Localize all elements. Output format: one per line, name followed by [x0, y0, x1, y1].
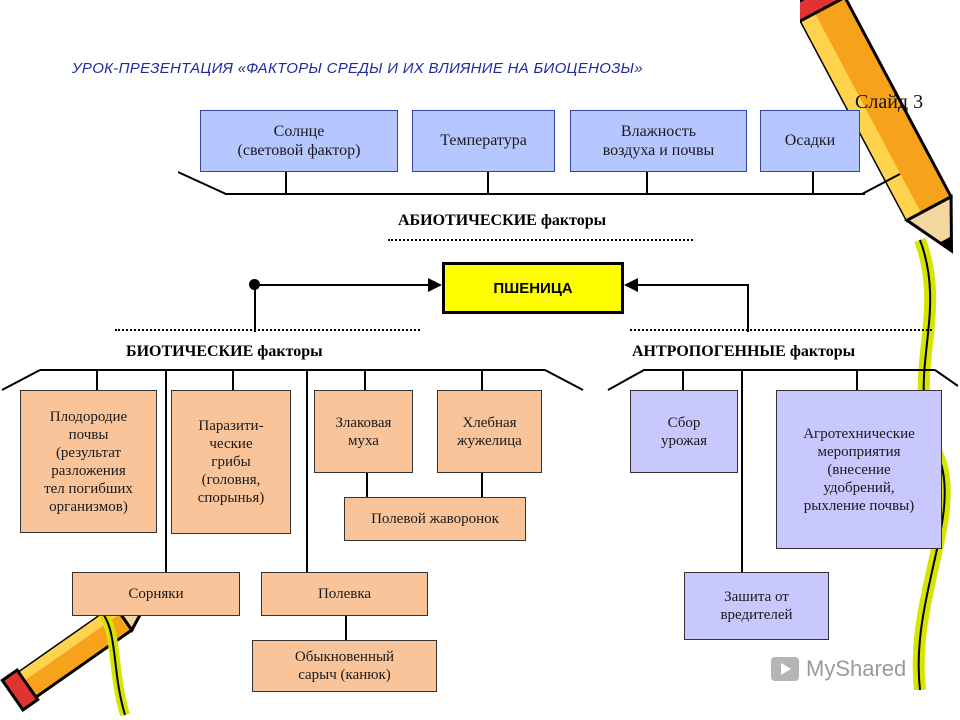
biotic-weeds-box: Сорняки	[72, 572, 240, 616]
abiotic-connector	[285, 172, 287, 194]
arrow-left-icon	[624, 278, 638, 292]
biotic-ground-beetle-box: Хлебная жужелица	[437, 390, 542, 473]
biotic-arrow-dot	[249, 279, 260, 290]
biotic-soil-fertility-box: Плодородие почвы (результат разложения т…	[20, 390, 157, 533]
anthro-connector	[682, 370, 684, 390]
arrow-right-icon	[428, 278, 442, 292]
anthro-arrow-stem	[747, 284, 749, 332]
anthro-connector	[856, 370, 858, 390]
biotic-vole-box: Полевка	[261, 572, 428, 616]
abiotic-bar-slant-right	[862, 173, 901, 195]
biotic-connector	[306, 370, 308, 572]
anthro-agrotechnical-box: Агротехнические мероприятия (внесение уд…	[776, 390, 942, 549]
slide-number: Слайд 3	[855, 91, 924, 113]
anthropogenic-label: АНТРОПОГЕННЫЕ факторы	[632, 343, 856, 360]
pencil-bottom-left-icon	[0, 598, 151, 717]
biotic-skylark-box: Полевой жаворонок	[344, 497, 526, 541]
anthro-bar	[643, 369, 935, 371]
abiotic-temperature-box: Температура	[412, 110, 555, 172]
lark-connector	[481, 473, 483, 497]
watermark-text: MyShared	[806, 656, 907, 681]
anthro-dotted-line	[630, 329, 932, 331]
biotic-label: БИОТИЧЕСКИЕ факторы	[126, 343, 323, 360]
biotic-bar-slant-right	[544, 369, 584, 391]
abiotic-connector	[812, 172, 814, 194]
abiotic-sun-box: Солнце (световой фактор)	[200, 110, 398, 172]
biotic-arrow-stem	[254, 284, 256, 332]
abiotic-bar-slant-left	[178, 171, 227, 195]
anthro-connector	[741, 370, 743, 572]
anthro-pest-protection-box: Зашита от вредителей	[684, 572, 829, 640]
page-title: УРОК-ПРЕЗЕНТАЦИЯ «ФАКТОРЫ СРЕДЫ И ИХ ВЛИ…	[72, 60, 643, 77]
abiotic-connector	[487, 172, 489, 194]
lark-connector	[366, 473, 368, 497]
abiotic-label: АБИОТИЧЕСКИЕ факторы	[398, 212, 607, 229]
anthro-harvest-box: Сбор урожая	[630, 390, 738, 473]
biotic-grain-fly-box: Злаковая муха	[314, 390, 413, 473]
biotic-arrow-line	[254, 284, 434, 286]
anthro-bar-slant-right	[934, 369, 959, 387]
abiotic-precipitation-box: Осадки	[760, 110, 860, 172]
biotic-connector	[165, 370, 167, 572]
biotic-buzzard-box: Обыкновенный сарыч (канюк)	[252, 640, 437, 692]
biotic-connector	[96, 370, 98, 390]
biotic-dotted-line	[115, 329, 420, 331]
abiotic-connector	[646, 172, 648, 194]
biotic-connector	[364, 370, 366, 390]
abiotic-dotted-line	[388, 239, 693, 241]
wheat-center-box: ПШЕНИЦА	[442, 262, 624, 314]
watermark: MyShared	[770, 656, 906, 682]
buzzard-connector	[345, 616, 347, 640]
biotic-parasitic-fungi-box: Паразити- ческие грибы (головня, спорынь…	[171, 390, 291, 534]
abiotic-bar	[225, 193, 865, 195]
play-logo-icon	[771, 657, 799, 681]
biotic-bar	[40, 369, 545, 371]
anthro-arrow-line	[632, 284, 748, 286]
biotic-connector	[481, 370, 483, 390]
biotic-connector	[232, 370, 234, 390]
biotic-bar-slant-left	[1, 369, 41, 391]
anthro-bar-slant-left	[607, 369, 645, 391]
abiotic-humidity-box: Влажность воздуха и почвы	[570, 110, 747, 172]
